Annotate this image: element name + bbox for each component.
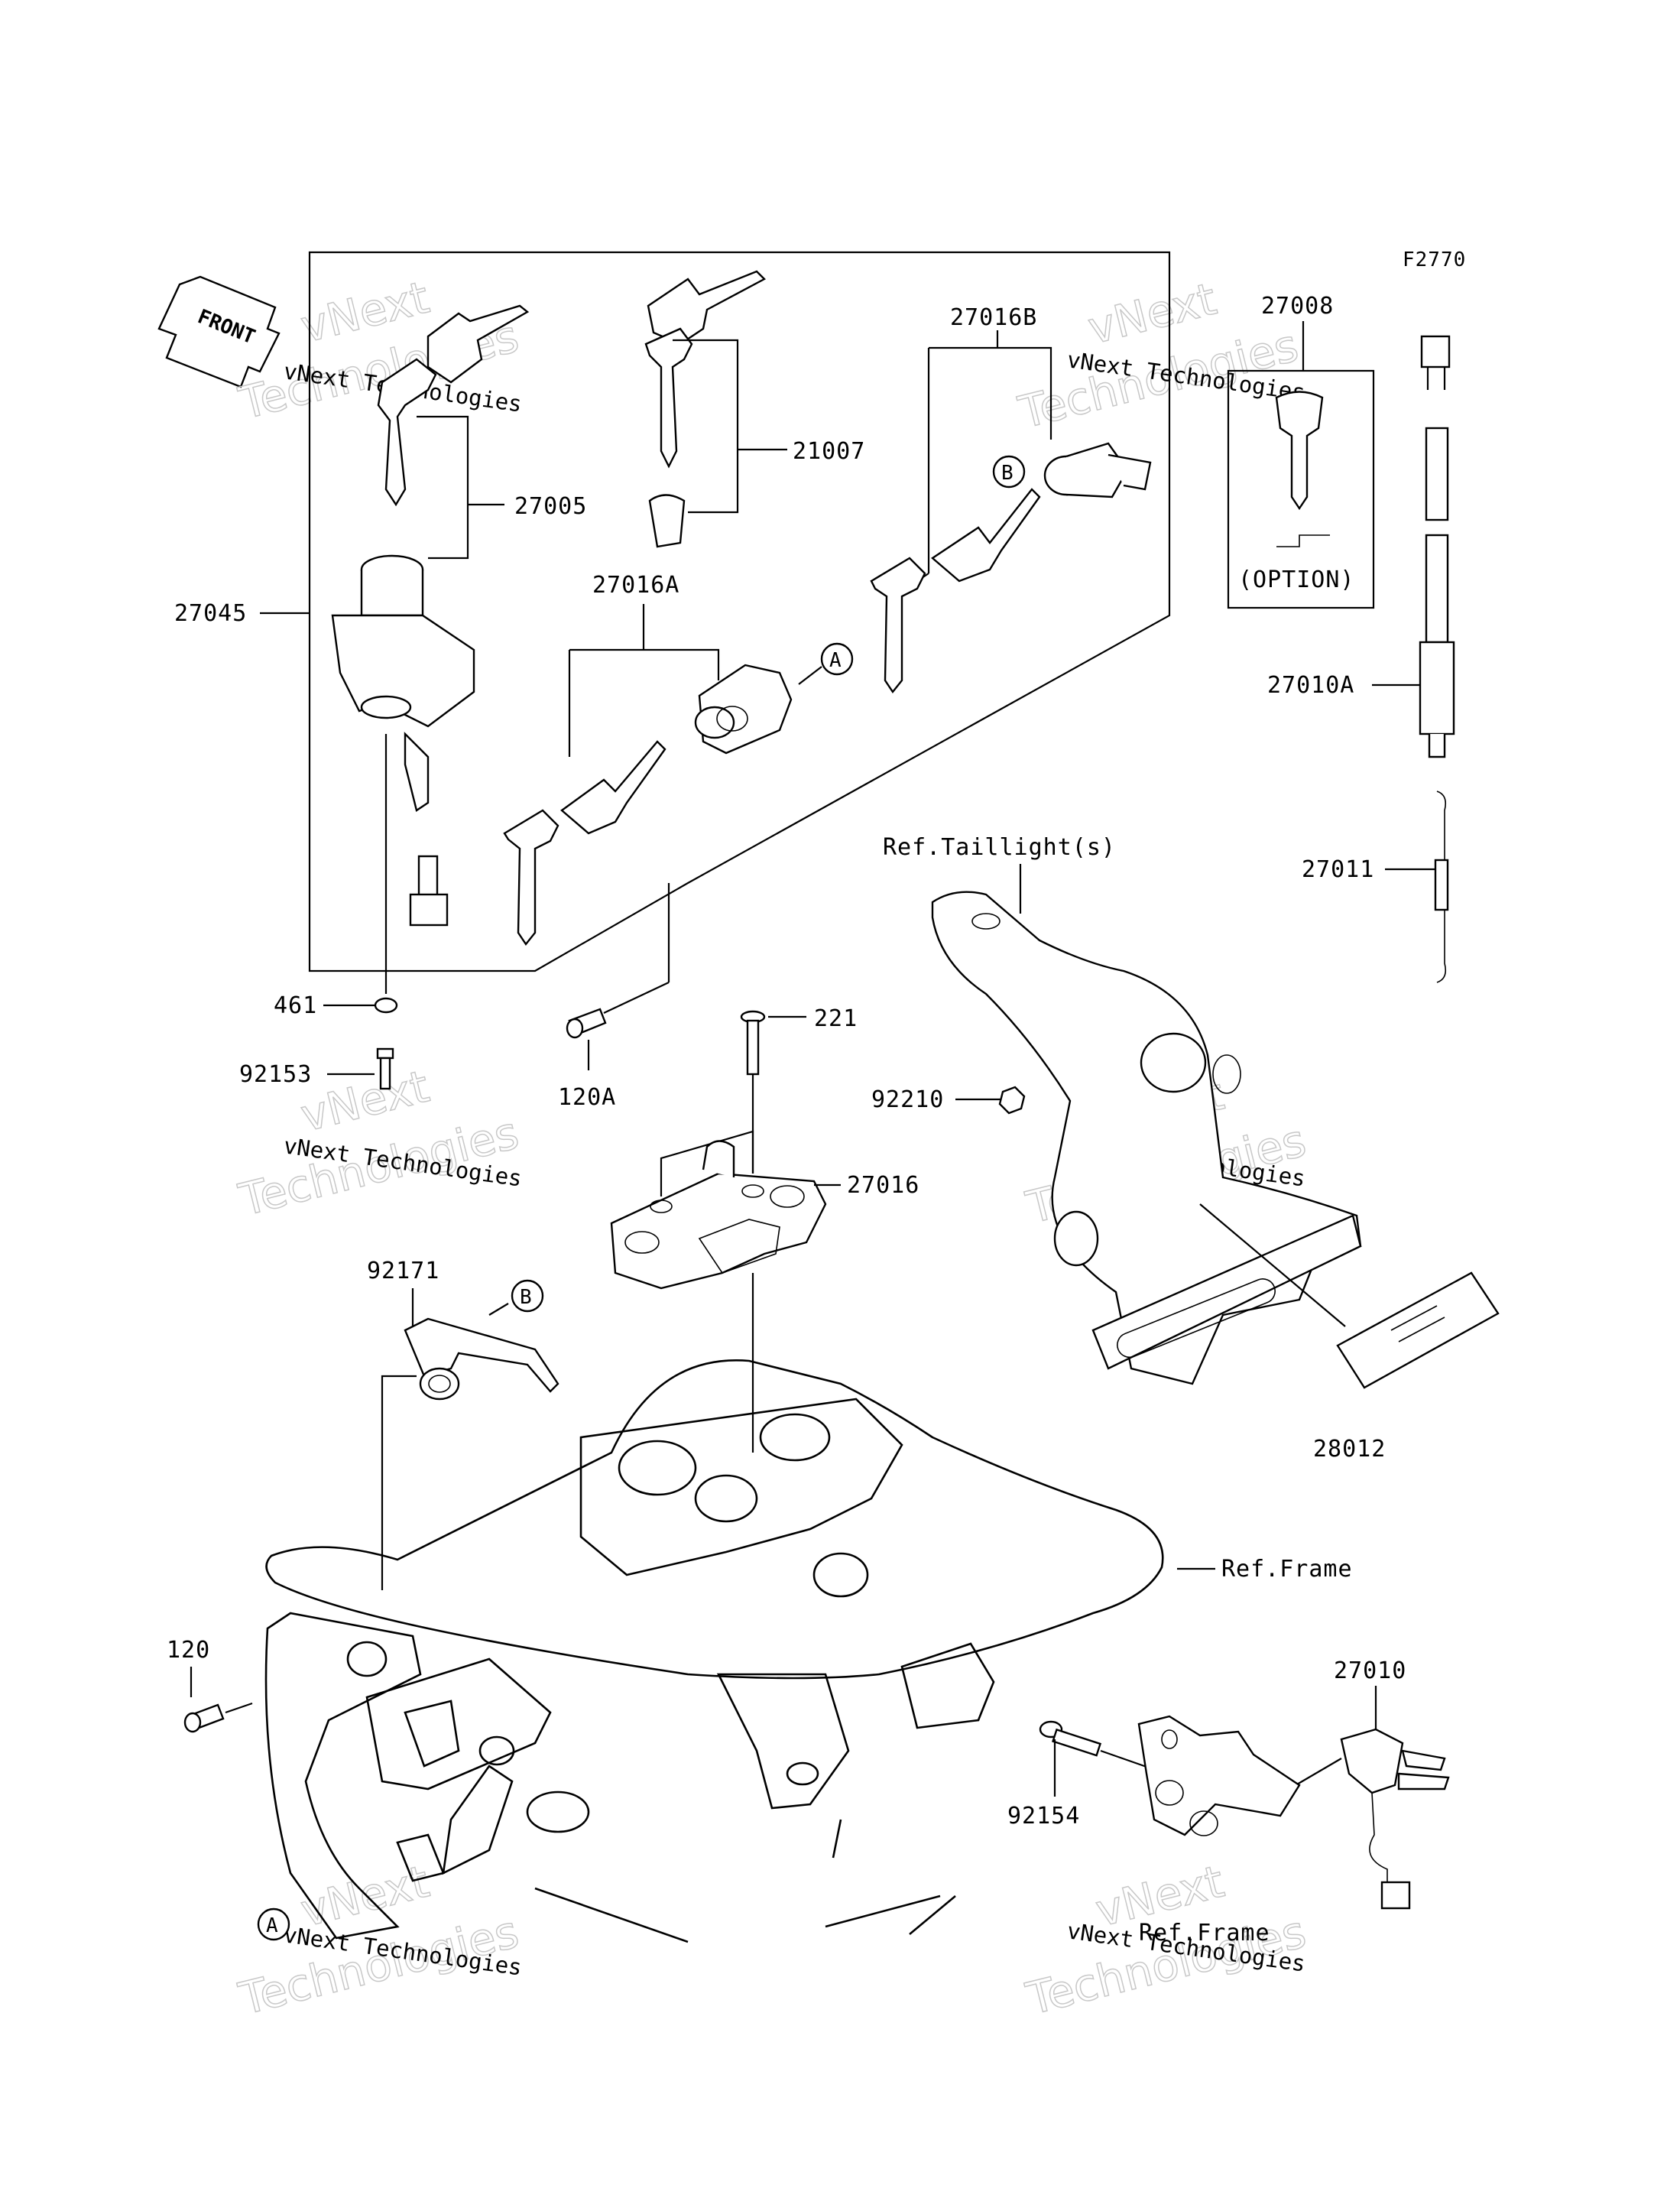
- ref-frame-label-2: Ref.Frame: [1139, 1920, 1270, 1946]
- option-label: (OPTION): [1238, 567, 1355, 593]
- bracket-27016-icon: [610, 1140, 827, 1290]
- ref-taillight-label: Ref.Taillight(s): [883, 834, 1116, 861]
- label-92210: 92210: [871, 1086, 944, 1113]
- key-27016B-icon: [870, 488, 1041, 694]
- washer-461-icon: [374, 997, 398, 1014]
- callout-b-bottom: B: [520, 1286, 533, 1309]
- spring-27011-icon: [1434, 791, 1449, 983]
- lock-cylinder-b-icon: [1043, 442, 1152, 498]
- screw-92153-icon: [376, 1047, 394, 1090]
- label-28012: 28012: [1313, 1436, 1386, 1463]
- label-21007: 21007: [793, 438, 865, 465]
- clip-92171-icon: [404, 1317, 559, 1401]
- callout-a-top: A: [829, 649, 842, 672]
- label-27008: 27008: [1261, 293, 1334, 320]
- label-27010A: 27010A: [1267, 672, 1354, 699]
- switch-bracket-icon: [1137, 1715, 1301, 1836]
- taillight-bracket-icon: [931, 891, 1362, 1385]
- label-27011: 27011: [1302, 856, 1374, 883]
- lock-cylinder-a-icon: [694, 664, 793, 755]
- callout-a-bottom: A: [266, 1914, 279, 1937]
- reflector-28012-icon: [1336, 1271, 1500, 1389]
- frame-icon: [264, 1359, 1164, 1943]
- kit-outline-box: [308, 251, 1171, 972]
- watermark-big: vNext: [296, 1060, 434, 1142]
- bolt-120A-icon: [566, 1008, 607, 1039]
- callout-b-top: B: [1001, 462, 1014, 485]
- key-27005-icon: [377, 304, 530, 507]
- label-27010: 27010: [1334, 1657, 1406, 1684]
- label-92153: 92153: [239, 1061, 312, 1088]
- option-key-icon: [1275, 391, 1330, 547]
- bolt-92154-icon: [1039, 1720, 1102, 1757]
- label-27016A: 27016A: [592, 572, 679, 599]
- watermark-big: vNext: [296, 1855, 434, 1937]
- key-21007-icon: [644, 270, 766, 548]
- nut-92210-icon: [998, 1086, 1026, 1115]
- label-27016: 27016: [847, 1172, 919, 1199]
- label-27016B: 27016B: [950, 304, 1037, 331]
- ref-frame-label-1: Ref.Frame: [1221, 1556, 1353, 1583]
- switch-27010-icon: [1340, 1728, 1450, 1910]
- label-27005: 27005: [514, 493, 587, 520]
- label-92171: 92171: [367, 1258, 439, 1284]
- label-221: 221: [814, 1005, 858, 1032]
- bolt-120-icon: [183, 1703, 225, 1733]
- figure-code: F2770: [1403, 248, 1466, 271]
- ignition-switch-icon: [331, 554, 475, 927]
- label-27045: 27045: [174, 600, 247, 627]
- key-27016A-icon: [503, 740, 666, 946]
- watermark-group-5: vNext Technologies vNext Technologies: [233, 1855, 524, 2026]
- switch-27010A-icon: [1419, 335, 1455, 758]
- label-120A: 120A: [558, 1084, 616, 1111]
- option-key-box: [1227, 369, 1375, 609]
- screw-221-icon: [740, 1010, 766, 1076]
- label-461: 461: [274, 992, 317, 1019]
- label-92154: 92154: [1007, 1803, 1080, 1830]
- front-arrow-icon: FRONT: [157, 275, 281, 388]
- label-120: 120: [167, 1637, 210, 1664]
